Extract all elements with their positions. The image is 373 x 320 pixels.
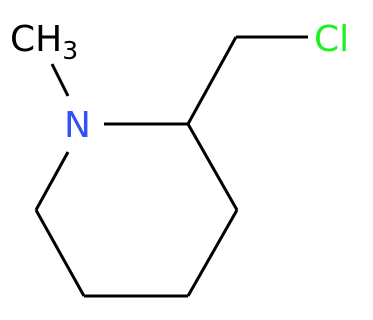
nitrogen-label: N xyxy=(64,105,91,146)
bond-c3-c4 xyxy=(186,209,239,297)
bond-c2-ch2 xyxy=(186,36,238,125)
methyl-label-subscript: 3 xyxy=(62,36,78,65)
bond-c6-nitrogen xyxy=(34,151,70,211)
bond-c5-c6 xyxy=(34,209,86,297)
chlorine-label: Cl xyxy=(314,19,349,60)
bond-c2-c3 xyxy=(186,123,239,211)
bond-methyl-nitrogen xyxy=(50,63,70,97)
bonds xyxy=(34,35,308,298)
methyl-label-text: CH xyxy=(10,19,62,60)
methyl-label: CH3 xyxy=(10,19,78,65)
